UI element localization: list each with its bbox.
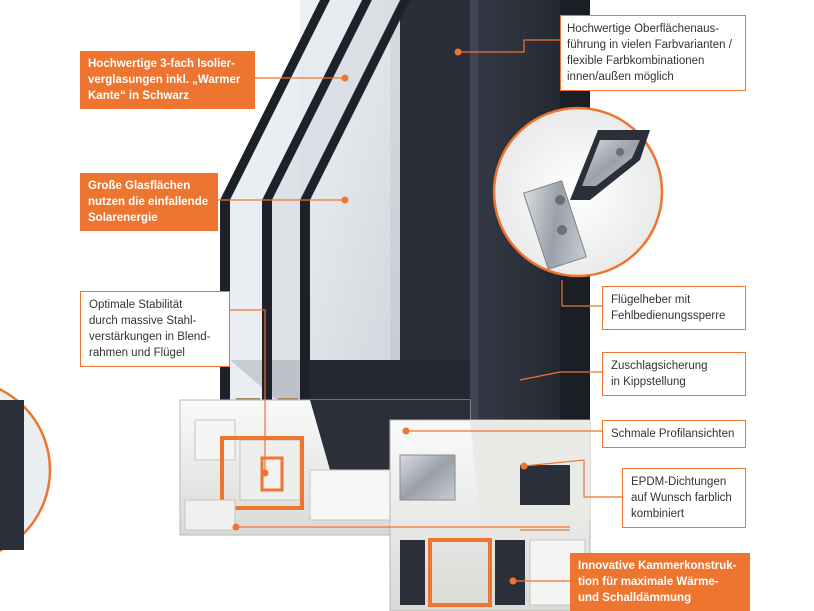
- orange-dot-icon: [402, 427, 410, 435]
- edge-detail-circle: [0, 388, 52, 552]
- callout-chambers: Innovative Kammerkonstruk- tion für maxi…: [570, 553, 750, 611]
- callout-markers: [232, 48, 528, 585]
- callout-sash-lifter: Flügelheber mit Fehlbedienungssperre: [602, 286, 746, 330]
- hinge-bracket-icon: [522, 130, 650, 270]
- callout-glass-areas: Große Glasflächen nutzen die einfallende…: [80, 173, 218, 231]
- callout-triple-glazing: Hochwertige 3-fach Isolier- verglasungen…: [80, 51, 255, 109]
- callout-slim-profiles: Schmale Profilansichten: [602, 420, 746, 448]
- orange-dot-icon: [454, 48, 462, 56]
- orange-dot-icon: [232, 523, 240, 531]
- orange-dot-icon: [341, 74, 349, 82]
- callout-surface: Hochwertige Oberflächenaus- führung in v…: [560, 15, 746, 91]
- frame-profile-section: [389, 419, 591, 611]
- callout-tilt-lock: Zuschlagsicherung in Kippstellung: [602, 352, 746, 396]
- glazing: [220, 0, 410, 412]
- orange-dot-icon: [509, 577, 517, 585]
- orange-dot-icon: [341, 196, 349, 204]
- hinge-detail-circle: [492, 106, 664, 278]
- callout-stability: Optimale Stabilität durch massive Stahl-…: [80, 291, 230, 367]
- leader-lines: [217, 39, 622, 582]
- orange-dot-icon: [261, 469, 269, 477]
- callout-epdm: EPDM-Dichtungen auf Wunsch farblich komb…: [622, 468, 746, 528]
- orange-dot-icon: [520, 462, 528, 470]
